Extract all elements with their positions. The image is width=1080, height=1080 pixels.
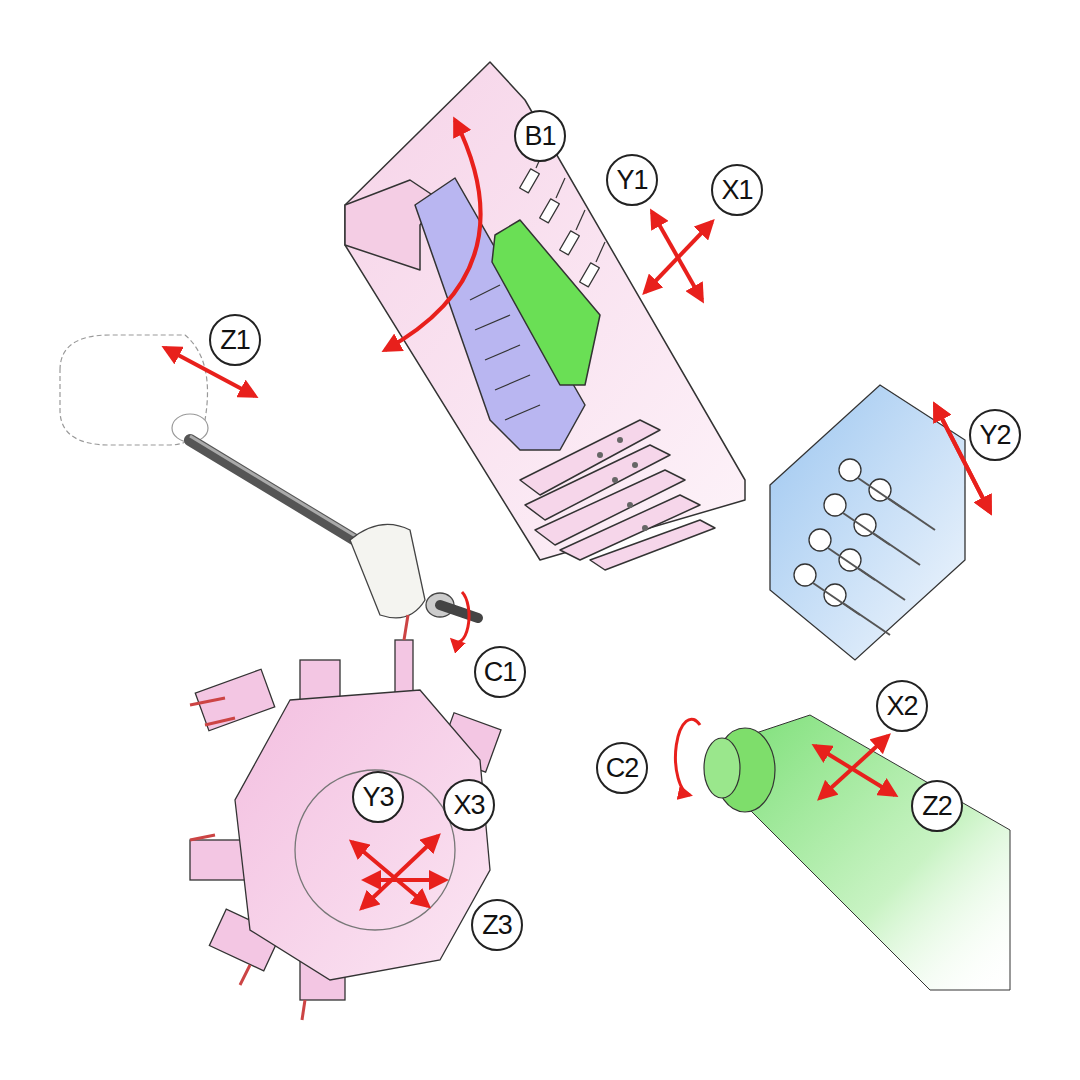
axis-callout: X1: [711, 164, 763, 216]
rotation-arrows: [452, 592, 700, 795]
axis-label: Z3: [482, 912, 512, 939]
axis-label: C1: [484, 659, 517, 686]
back-tool-block: [770, 385, 965, 660]
axis-callout: B1: [514, 110, 566, 162]
axis-label: Y2: [979, 422, 1010, 449]
axis-label: X2: [886, 693, 917, 720]
axis-label: X3: [453, 792, 484, 819]
axis-label: C2: [606, 755, 639, 782]
axis-label: X1: [721, 177, 752, 204]
axis-label: B1: [524, 123, 555, 150]
axis-callout: X2: [876, 680, 928, 732]
main-spindle: [60, 335, 478, 618]
axis-callout: C1: [474, 646, 526, 698]
axis-callout: C2: [596, 742, 648, 794]
axis-callout: Y3: [352, 771, 404, 823]
axis-label: Z2: [922, 793, 952, 820]
axis-label: Z1: [220, 327, 250, 354]
axis-label: Y3: [362, 784, 393, 811]
axis-callout: Z1: [209, 314, 261, 366]
axis-label: Y1: [616, 167, 647, 194]
axis-callout: X3: [443, 779, 495, 831]
turret: [190, 615, 501, 1020]
axis-callout: Z2: [911, 780, 963, 832]
sub-spindle: [704, 715, 1010, 990]
axis-callout: Z3: [471, 899, 523, 951]
axis-callout: Y2: [969, 409, 1021, 461]
gang-slide: [345, 62, 745, 570]
axis-arrows: [165, 120, 990, 908]
axis-callout: Y1: [606, 154, 658, 206]
